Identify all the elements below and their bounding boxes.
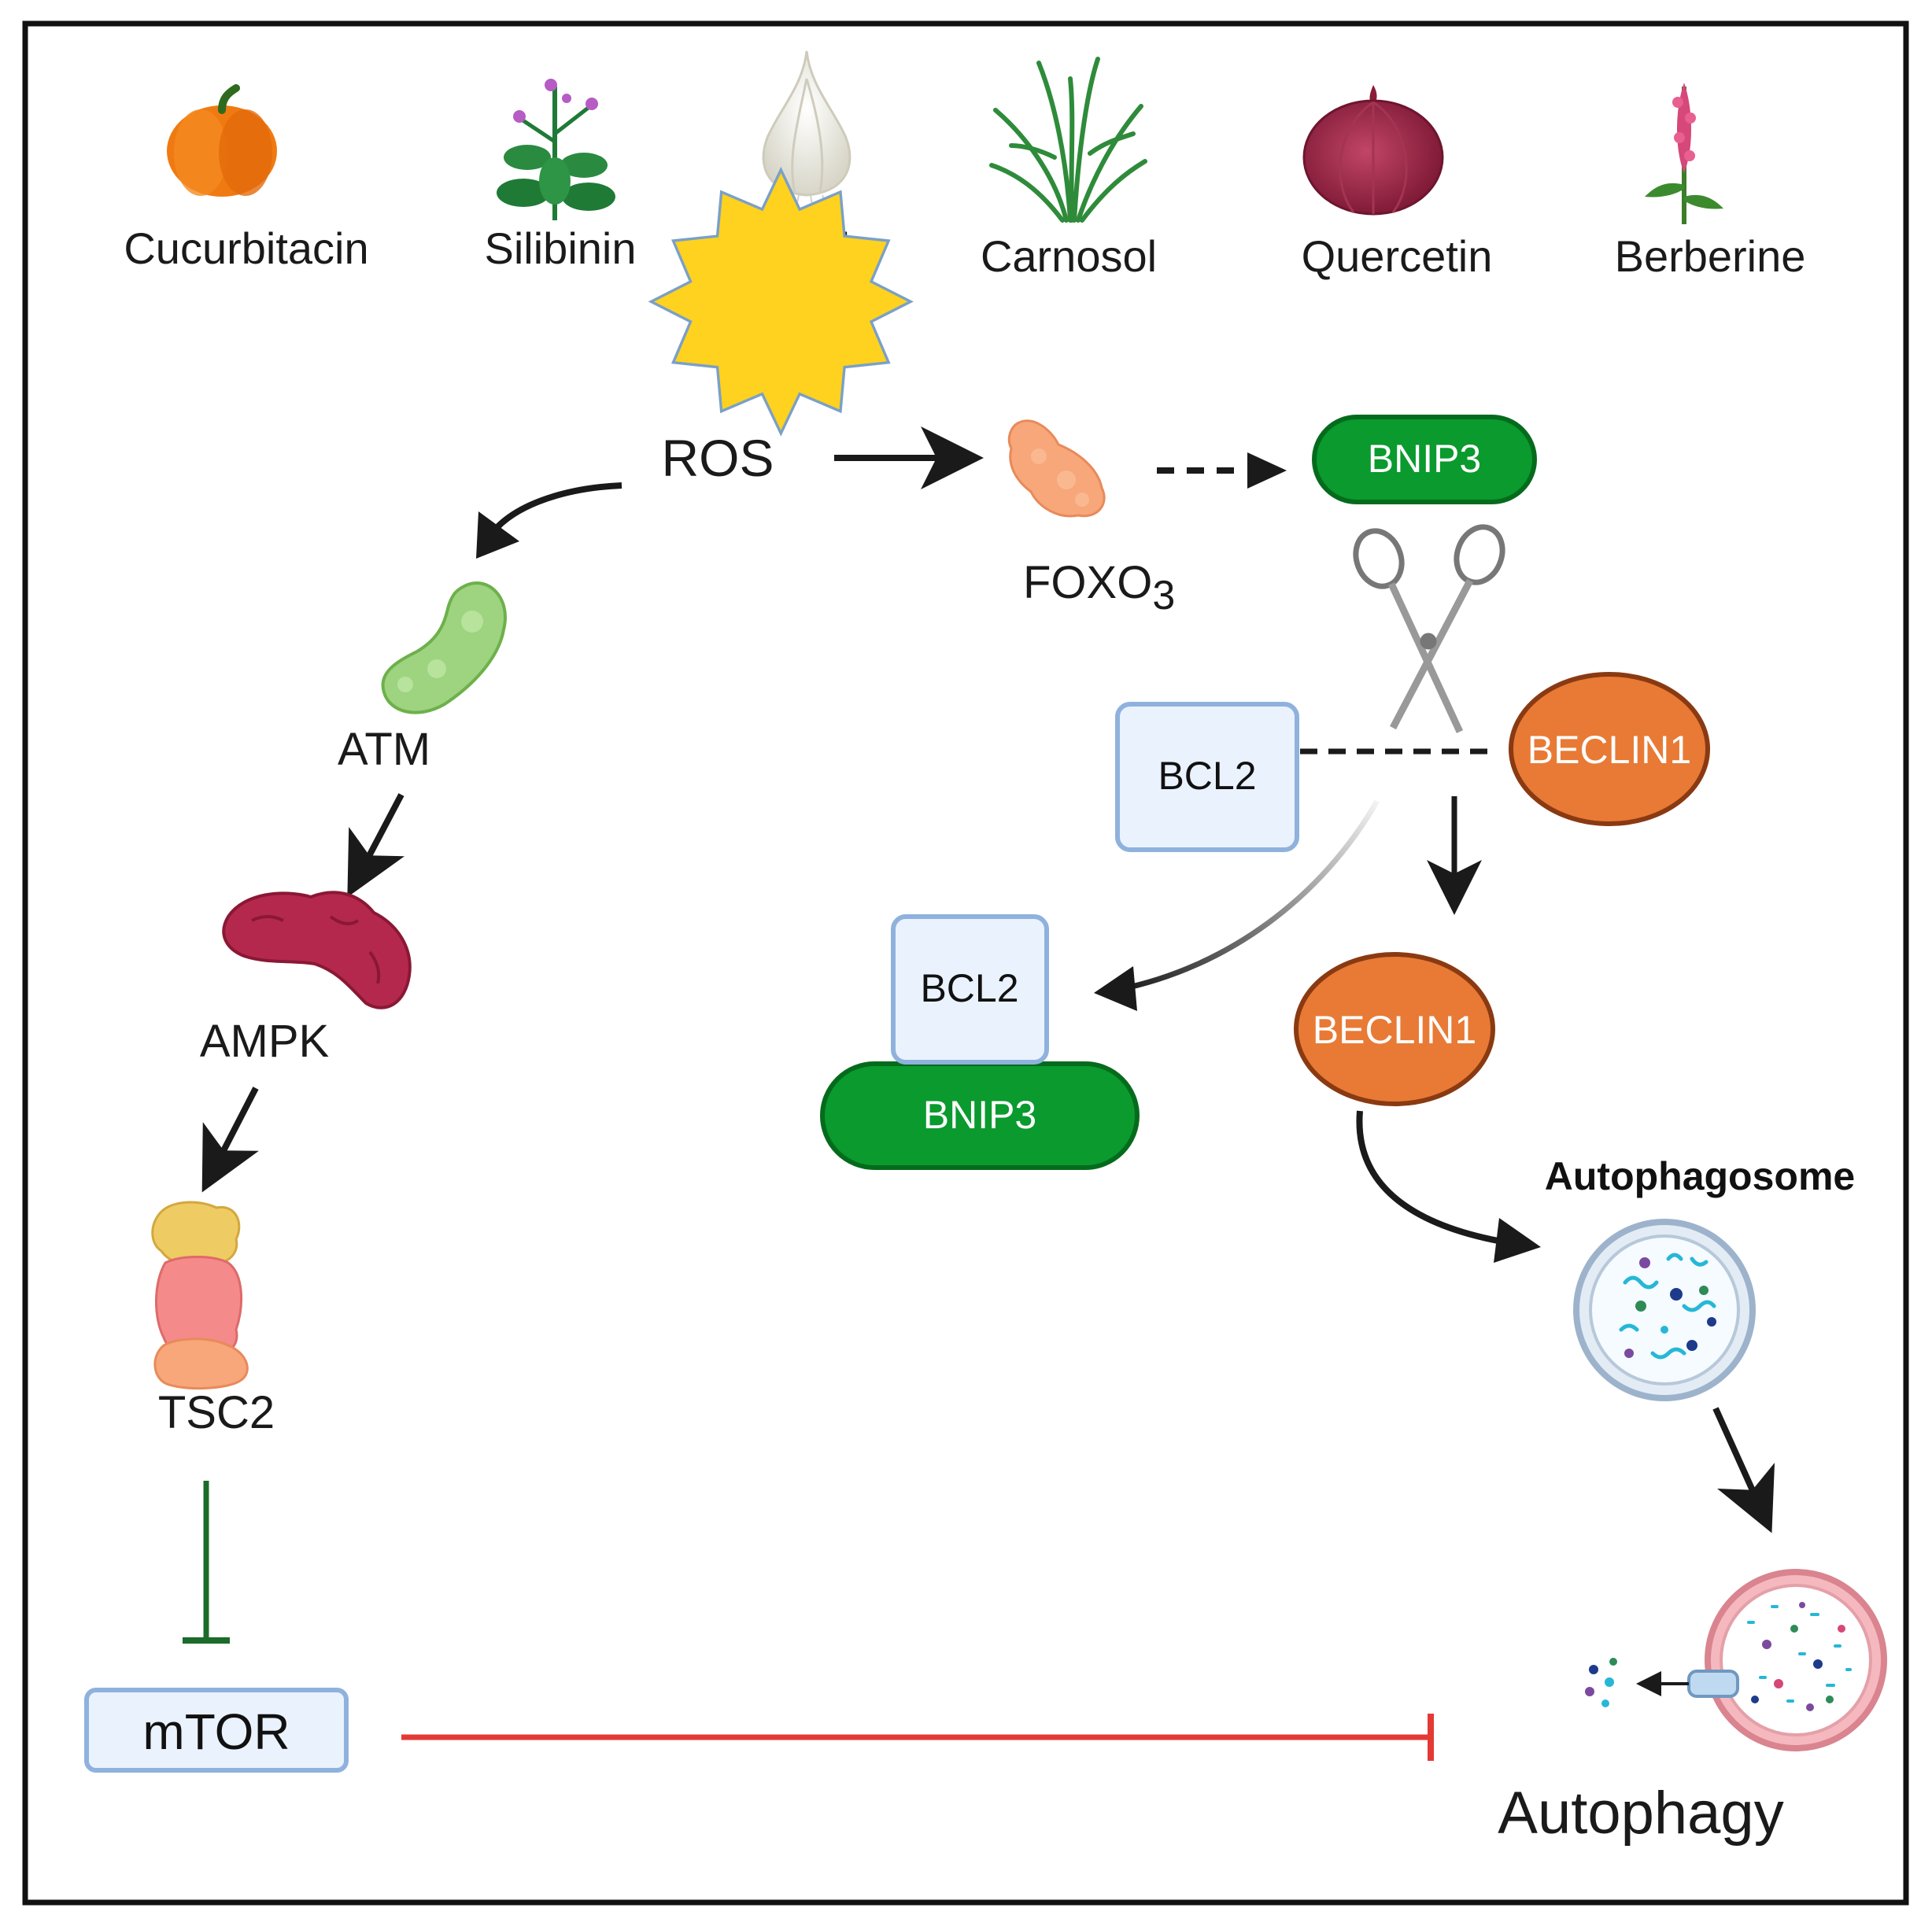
foxo3-label: FOXO3 [1023, 557, 1175, 618]
pumpkin-icon [167, 84, 277, 197]
ros-starburst [648, 166, 914, 437]
beclin1-bottom-label: BECLIN1 [1313, 1008, 1476, 1052]
ampk-protein-icon [222, 891, 412, 1009]
ampk-label: AMPK [200, 1016, 330, 1067]
autophagosome-icon [1573, 1219, 1756, 1401]
bcl2-top-label: BCL2 [1158, 754, 1256, 798]
tsc2-protein-icon [151, 1201, 249, 1390]
mtor-label: mTOR [142, 1703, 290, 1760]
foxo3-protein-icon [1007, 419, 1106, 518]
arrow-beclin1-to-autophagosome [1356, 1110, 1512, 1246]
bnip3-bottom-label: BNIP3 [923, 1093, 1037, 1137]
dashed-arrow-head [1247, 452, 1287, 489]
beclin1-top-oval [1509, 672, 1710, 826]
scissors-icon [1353, 524, 1505, 733]
plant-label-cucurbitacin: Cucurbitacin [124, 223, 368, 273]
plant-label-berberine: Berberine [1615, 231, 1806, 281]
bnip3-top-pill [1312, 415, 1537, 504]
bnip3-top-label: BNIP3 [1368, 437, 1482, 481]
arrow-ros-to-atm [493, 482, 622, 531]
arrow-autophagosome-to-autolysosome [1712, 1407, 1775, 1533]
arrow-ros-to-atm-head [476, 511, 519, 559]
atm-protein-icon [381, 581, 507, 714]
bcl2-top-box [1115, 702, 1299, 852]
plant-label-carnosol: Carnosol [981, 231, 1157, 281]
mtor-box [84, 1688, 349, 1773]
onion-icon [1302, 85, 1444, 216]
autolysosome-icon [1585, 1569, 1887, 1751]
tsc2-label: TSC2 [158, 1387, 275, 1438]
autophagy-label: Autophagy [1498, 1780, 1783, 1847]
barberry-flower-icon [1645, 83, 1723, 224]
arrow-release-bcl2-head [1094, 966, 1137, 1011]
arrow-atm-to-ampk [347, 793, 405, 898]
bcl2-bottom-box [891, 914, 1049, 1065]
milk-thistle-icon [497, 79, 615, 220]
arrow-ampk-to-tsc2 [201, 1087, 259, 1193]
beclin1-bottom-oval [1294, 952, 1495, 1106]
ros-label: ROS [661, 429, 774, 487]
figure-frame [22, 20, 1909, 1906]
plant-label-quercetin: Quercetin [1302, 231, 1493, 281]
beclin1-top-label: BECLIN1 [1527, 728, 1691, 772]
atm-label: ATM [338, 724, 430, 775]
plant-label-silibinin: Silibinin [485, 223, 637, 273]
arrow-release-bcl2 [1117, 799, 1380, 993]
autophagosome-label: Autophagosome [1545, 1154, 1855, 1198]
rosemary-icon [989, 57, 1147, 223]
arrow-beclin1-to-autophagosome-head [1494, 1218, 1541, 1263]
bcl2-bottom-label: BCL2 [920, 966, 1018, 1010]
